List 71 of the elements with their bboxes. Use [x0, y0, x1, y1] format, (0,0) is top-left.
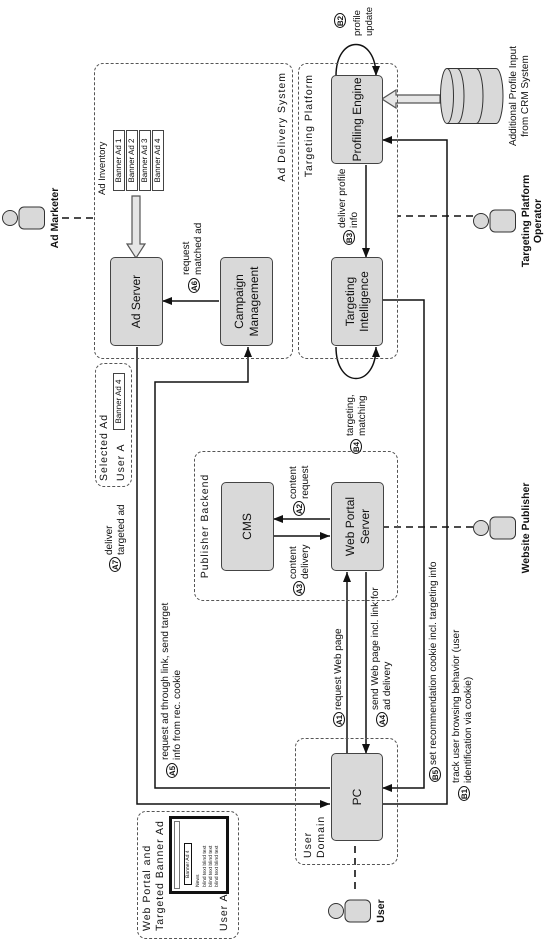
arrow	[382, 136, 448, 805]
group-box	[298, 63, 398, 359]
arrow	[362, 572, 370, 754]
caption-text: Additional Profile Input from CRM System	[508, 44, 532, 148]
arrow	[162, 297, 219, 305]
step-badge: A3	[293, 582, 305, 596]
group-note: User A	[115, 443, 128, 481]
group-label: Selected Ad	[98, 414, 111, 481]
group-note: User A	[218, 893, 231, 931]
edge-label: request matched ad	[181, 222, 205, 275]
step-badge: B1	[458, 786, 470, 802]
edge-label: request Web page	[333, 627, 345, 710]
role-label: Targeting Platform Operator	[520, 174, 544, 270]
group-box	[194, 451, 398, 601]
dashed-line	[383, 526, 473, 528]
step-badge: A1	[333, 712, 345, 728]
group-box	[295, 738, 398, 865]
step-badge: A5	[166, 764, 178, 778]
arrow	[382, 299, 425, 792]
role-label: Ad Marketer	[49, 186, 61, 250]
edge-label: send Web page incl. link for ad delivery	[370, 586, 394, 710]
role-label: Website Publisher	[520, 482, 532, 576]
banner-ad-tile: Banner Ad 4	[113, 373, 125, 430]
dashed-line	[398, 215, 473, 217]
hollow-arrow	[380, 88, 441, 110]
group-box	[95, 363, 132, 487]
step-badge: B3	[343, 230, 355, 246]
edge-label: profile update	[352, 6, 376, 36]
edge-label: deliver targeted ad	[104, 503, 128, 555]
edge-label: targeting, matching	[345, 393, 369, 436]
process-box: Web Portal Server	[331, 482, 384, 571]
arrow	[273, 532, 330, 540]
group-label: Publisher Backend	[199, 472, 212, 580]
process-box: Profiling Engine	[331, 75, 383, 164]
group-label: Ad Inventory	[96, 142, 109, 195]
arrow	[362, 165, 370, 258]
edge-label: content request	[288, 464, 312, 499]
group-label: Ad Delivery System	[276, 72, 289, 182]
edge-label: request ad through link, send target info from rec. cookie	[160, 602, 184, 760]
arrow	[273, 515, 330, 523]
process-box: CMS	[221, 482, 274, 571]
step-badge: A6	[188, 278, 200, 294]
banner-ad-tile: Banner Ad 3	[139, 130, 151, 191]
banner-ad-tile: Banner Ad 1	[113, 130, 125, 191]
process-box: Campaign Management	[220, 257, 273, 346]
process-box: Ad Server	[110, 257, 163, 346]
edge-label: content delivery	[288, 544, 312, 579]
loop-arrow	[335, 44, 380, 76]
step-badge: A2	[293, 502, 305, 516]
step-badge: A7	[109, 558, 121, 572]
dashed-line	[62, 217, 94, 219]
group-box	[137, 811, 239, 939]
process-box: Targeting Intelligence	[331, 257, 383, 346]
loop-arrow	[335, 346, 380, 380]
edge-label: deliver profile info	[337, 168, 361, 228]
arrow	[343, 572, 351, 754]
hollow-arrow	[126, 195, 146, 260]
role-label: User	[375, 898, 387, 925]
edge-label: set recommendation cookie incl. targeting info	[428, 560, 440, 765]
step-badge: B2	[334, 14, 346, 28]
banner-ad-tile: Banner Ad 4	[152, 130, 164, 191]
step-badge: B4	[350, 440, 362, 454]
group-label: Targeting Platform	[303, 74, 316, 178]
step-badge: A4	[376, 712, 388, 728]
group-box	[94, 63, 293, 359]
process-box: PC	[331, 753, 383, 841]
banner-ad-tile: Banner Ad 2	[126, 130, 138, 191]
step-badge: B5	[429, 768, 441, 782]
group-label: Web Portal and Targeted Banner Ad	[141, 819, 167, 931]
edge-label: track user browsing behavior (user identification via cookie)	[451, 628, 475, 783]
group-label: User Domain	[302, 814, 328, 858]
